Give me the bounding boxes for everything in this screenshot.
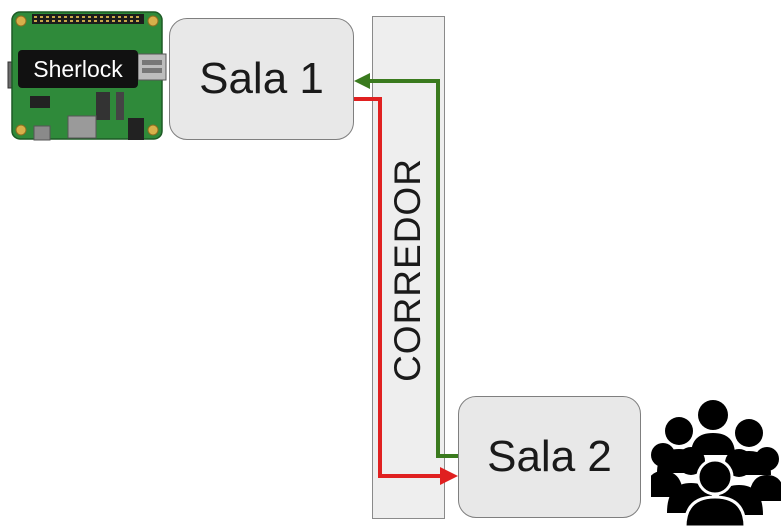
path-sala1-to-sala2 (354, 97, 442, 478)
arrowhead-red (440, 467, 458, 485)
room-sala-1: Sala 1 (169, 18, 354, 140)
room-sala-2-label: Sala 2 (487, 432, 612, 481)
path-sala2-to-sala1 (368, 79, 458, 458)
arrowhead-green (354, 73, 370, 89)
corridor (372, 16, 445, 519)
room-sala-1-label: Sala 1 (199, 54, 324, 103)
group-of-people-icon (651, 400, 781, 527)
device-label: Sherlock (18, 50, 138, 88)
room-sala-2: Sala 2 (458, 396, 641, 518)
